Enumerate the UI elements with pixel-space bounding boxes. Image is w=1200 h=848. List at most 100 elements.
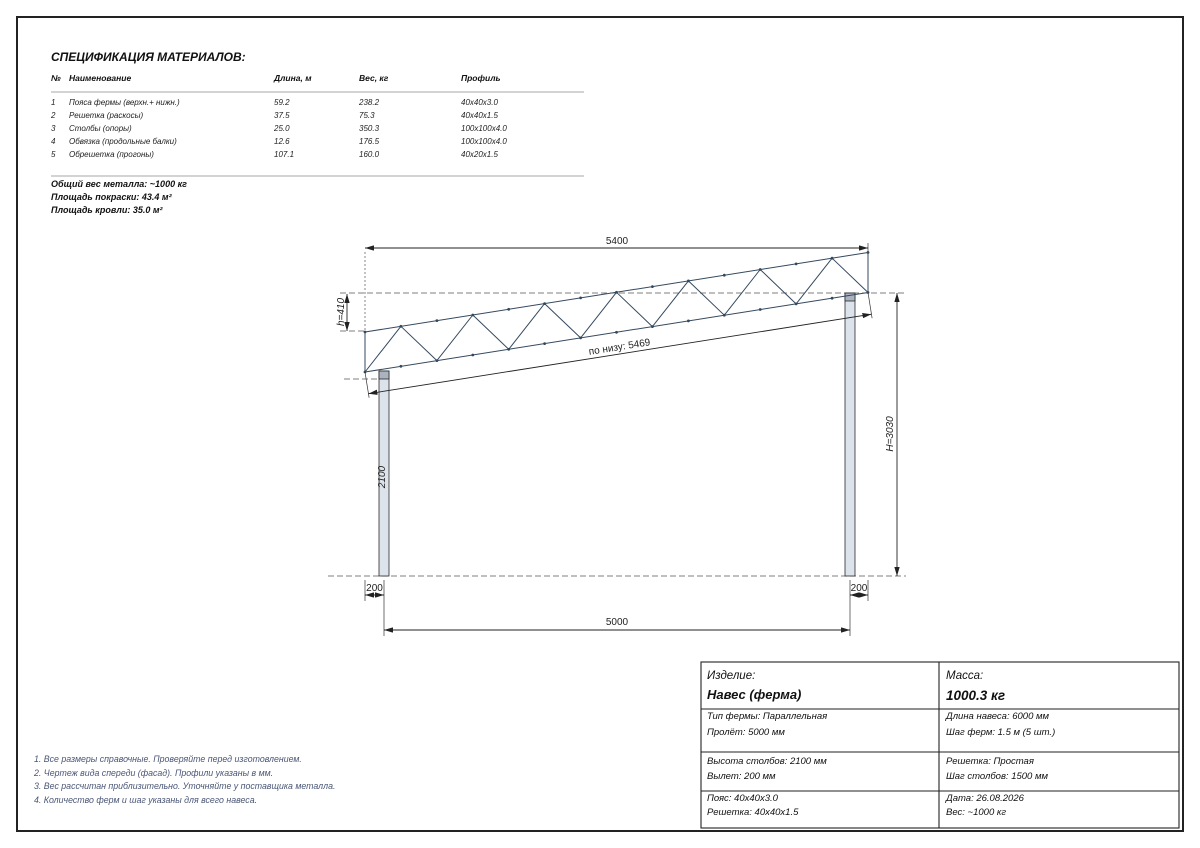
bottom-chord-node [399,364,403,368]
truss-web-diagonal [652,280,689,327]
truss-type-field: Тип фермы: Параллельная [707,711,827,722]
truss-web-diagonal [580,291,617,339]
mass-label: Масса: [946,670,983,682]
spec-header-num: № [51,73,61,83]
dimension-text: H=3030 [885,416,896,452]
title-block: Изделие: Навес (ферма) Масса: 1000.3 кг … [700,661,1180,829]
note-item: 3. Вес рассчитан приблизительно. Уточняй… [34,781,335,791]
bottom-chord-node [435,359,439,362]
web-profile-field: Решетка: 40x40x1.5 [707,807,799,818]
dimension-text: по низу: 5469 [588,337,652,358]
product-label: Изделие: [707,670,755,682]
right-column [844,292,856,577]
front-view-drawing: 5400 h=410 по низу: 5469 2100 H=3030 [328,236,906,636]
web-type-field: Решетка: Простая [946,756,1034,767]
top-chord-node [722,273,726,277]
dimension-text: 200 [366,583,383,594]
column-height-field: Высота столбов: 2100 мм [707,756,827,767]
sheet-frame [16,16,1184,832]
bottom-chord-node [830,296,834,300]
top-chord-node [507,307,511,311]
bottom-chord-node [758,308,762,311]
spec-cell-length: 107.1 [274,150,294,159]
canopy-length-field: Длина навеса: 6000 мм [945,711,1050,722]
truss-web-diagonal [472,314,510,350]
spec-cell-weight: 160.0 [359,150,380,159]
spec-cell-length: 12.6 [274,137,290,146]
summary-paint-area: Площадь покраски: 43.4 м² [51,192,173,202]
truss-web-diagonal [831,257,869,293]
dimension-text: 200 [851,583,868,594]
bottom-chord-node [543,342,546,345]
weight-field: Вес: ~1000 кг [946,807,1006,818]
right-column-body [844,292,856,577]
spec-cell-profile: 40x40x1.5 [461,111,498,120]
top-chord-node [615,290,618,294]
truss-web-diagonal [400,325,438,361]
table-row: 2 Решетка (раскосы) 37.5 75.3 40x40x1.5 [50,111,498,120]
truss-web-diagonal [688,280,725,316]
product-value: Навес (ферма) [707,687,801,702]
dimension-truss-bottom-length: по низу: 5469 [364,292,873,398]
overhang-field: Вылет: 200 мм [707,771,776,782]
dimension-text: 5400 [606,236,629,247]
bottom-chord-node [651,325,654,328]
note-item: 1. Все размеры справочные. Проверяйте пе… [34,754,302,764]
truss-web-diagonal [759,269,797,305]
truss-web-diagonal [364,325,402,373]
spec-cell-num: 4 [51,137,56,146]
truss-web-diagonal [795,257,833,305]
materials-spec: СПЕЦИФИКАЦИЯ МАТЕРИАЛОВ: № Наименование … [50,50,584,215]
bottom-chord-node [615,330,618,334]
truss-pitch-field: Шаг ферм: 1.5 м (5 шт.) [946,727,1055,738]
column-pitch-field: Шаг столбов: 1500 мм [946,771,1048,782]
spec-cell-num: 2 [50,111,56,120]
mass-value: 1000.3 кг [946,688,1005,703]
truss-web-diagonal [544,303,581,339]
dimension-truss-height: h=410 [336,294,350,331]
truss-nodes [363,251,870,374]
dimension-span: 5000 [384,617,850,633]
spec-cell-profile: 100x100x4.0 [461,124,507,133]
bottom-chord-node [471,353,475,357]
bottom-chord-node [507,347,511,351]
top-chord-node [543,302,546,305]
top-chord-node [435,319,439,322]
date-field: Дата: 26.08.2026 [945,793,1025,804]
spec-cell-num: 5 [51,150,56,159]
spec-cell-num: 1 [51,98,55,107]
drawing-notes: 1. Все размеры справочные. Проверяйте пе… [33,754,335,805]
dimension-truss-top-length: 5400 [364,236,869,331]
truss [363,251,870,374]
dimension-total-height: H=3030 [885,293,900,576]
spec-cell-profile: 40x40x3.0 [461,98,498,107]
note-item: 4. Количество ферм и шаг указаны для все… [34,795,257,805]
top-chord-node [579,296,582,300]
dimension-text: 2100 [377,465,388,489]
top-chord-node [651,285,654,288]
spec-header-profile: Профиль [461,73,501,83]
spec-cell-name: Решетка (раскосы) [69,111,143,120]
spec-cell-profile: 100x100x4.0 [461,137,507,146]
spec-cell-name: Обрешетка (прогоны) [69,150,154,159]
spec-cell-profile: 40x20x1.5 [461,150,498,159]
extension-line [867,292,873,319]
spec-cell-weight: 350.3 [359,124,380,133]
table-row: 4 Обвязка (продольные балки) 12.6 176.5 … [51,137,507,146]
title-block-border [700,661,1180,829]
dimension-overhang-left: 200 [365,583,384,598]
dimension-text: h=410 [336,298,347,327]
spec-cell-length: 59.2 [274,98,290,107]
truss-web-diagonal [616,291,653,327]
summary-metal-weight: Общий вес металла: ~1000 кг [51,179,187,189]
spec-cell-num: 3 [51,124,56,133]
dimension-overhang-right: 200 [850,583,868,598]
spec-header-row: № Наименование Длина, м Вес, кг Профиль [51,73,501,83]
spec-cell-name: Пояса фермы (верхн.+ нижн.) [69,98,180,107]
top-chord-node [794,262,798,266]
spec-header-length: Длина, м [273,73,312,83]
spec-cell-weight: 75.3 [359,111,375,120]
right-column-cap [844,292,856,302]
top-chord-node [471,313,475,317]
